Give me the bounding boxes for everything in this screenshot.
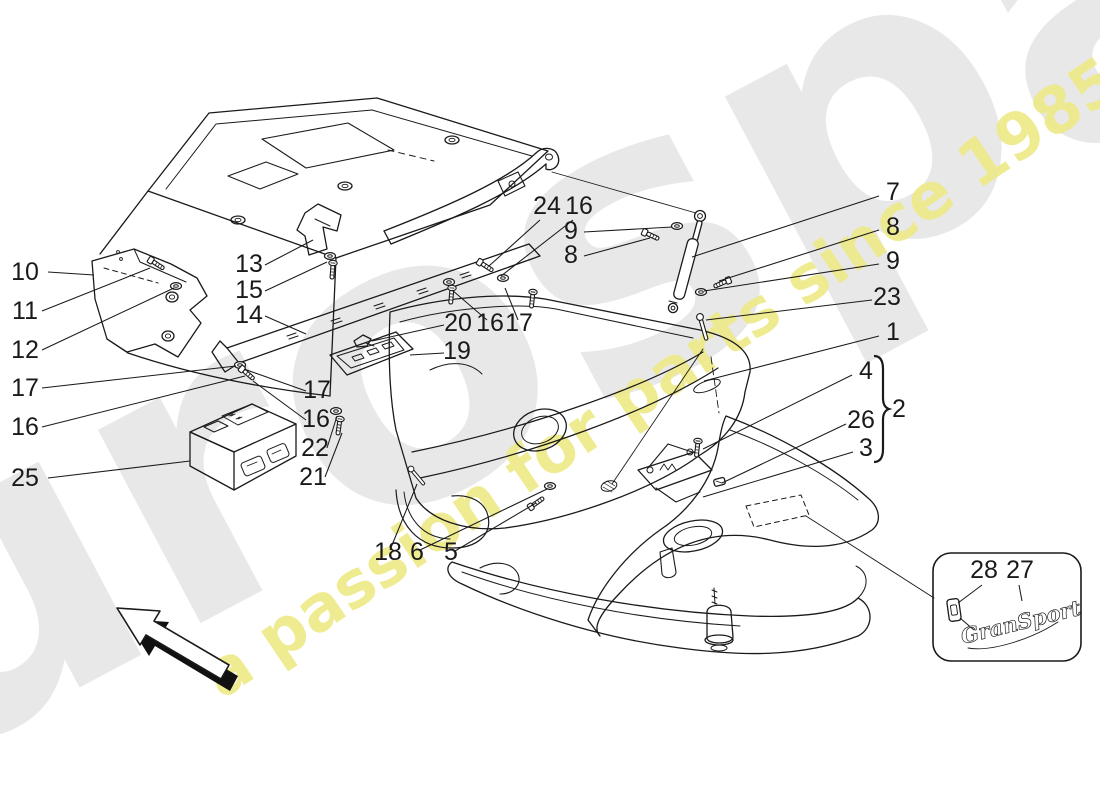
callout-25: 25	[11, 464, 39, 492]
leader-lines	[41, 195, 1023, 631]
callout-13: 13	[235, 250, 263, 278]
callout-2: 2	[892, 395, 906, 423]
washer-9a	[670, 222, 684, 230]
callout-16-left: 16	[11, 413, 39, 441]
callout-27: 27	[1006, 556, 1034, 584]
callout-3: 3	[859, 434, 873, 462]
side-bracket	[91, 248, 208, 358]
direction-arrow	[116, 607, 238, 691]
mounting-rail	[211, 243, 541, 373]
emblem-clip	[946, 598, 962, 622]
callout-9-right: 9	[886, 247, 900, 275]
callout-12: 12	[11, 336, 39, 364]
callout-1: 1	[886, 318, 900, 346]
callout-7: 7	[886, 178, 900, 206]
latch-assembly	[637, 443, 724, 579]
washer-16b	[442, 278, 456, 286]
callout-5: 5	[444, 538, 458, 566]
callout-23: 23	[873, 283, 901, 311]
callout-16-inner: 16	[302, 405, 330, 433]
callout-16-mid: 16	[476, 309, 504, 337]
callout-14: 14	[235, 301, 263, 329]
switch-module	[189, 403, 297, 491]
gas-strut	[667, 209, 707, 314]
callout-6: 6	[410, 538, 424, 566]
glovebox-body	[388, 295, 751, 549]
callout-20: 20	[444, 309, 472, 337]
callout-18: 18	[374, 538, 402, 566]
callout-8-right: 8	[886, 213, 900, 241]
latch-clip-20	[353, 334, 375, 348]
callout-9-left: 9	[564, 217, 578, 245]
washer-16	[496, 274, 510, 282]
striker-clip-26	[713, 476, 726, 487]
callout-22: 22	[301, 434, 329, 462]
callout-17-mid: 17	[505, 309, 533, 337]
glovebox-housing	[99, 97, 560, 397]
callout-15: 15	[235, 276, 263, 304]
callout-17-inner: 17	[303, 376, 331, 404]
emblem-inset-box	[932, 552, 1082, 662]
callout-19: 19	[443, 337, 471, 365]
striker-plate	[329, 331, 414, 376]
assembly-lines	[551, 171, 935, 599]
callout-21: 21	[299, 463, 327, 491]
callout-4: 4	[859, 357, 873, 385]
callout-11: 11	[12, 297, 38, 325]
hook-bracket	[296, 203, 342, 256]
callout-28: 28	[970, 556, 998, 584]
callout-16-top: 16	[565, 192, 593, 220]
group-2-brace	[873, 354, 893, 464]
door-handle-trim	[447, 561, 871, 655]
washer-15	[323, 252, 337, 260]
rubber-bumper	[704, 587, 734, 652]
callout-8-left: 8	[564, 241, 578, 269]
callout-26: 26	[847, 406, 875, 434]
callout-17-left: 17	[11, 374, 39, 402]
washer-9b	[694, 288, 708, 296]
callout-24: 24	[533, 192, 561, 220]
glovebox-lid	[587, 415, 879, 637]
washer-22	[329, 407, 343, 415]
washer-6	[543, 482, 557, 490]
callout-10: 10	[11, 258, 39, 286]
